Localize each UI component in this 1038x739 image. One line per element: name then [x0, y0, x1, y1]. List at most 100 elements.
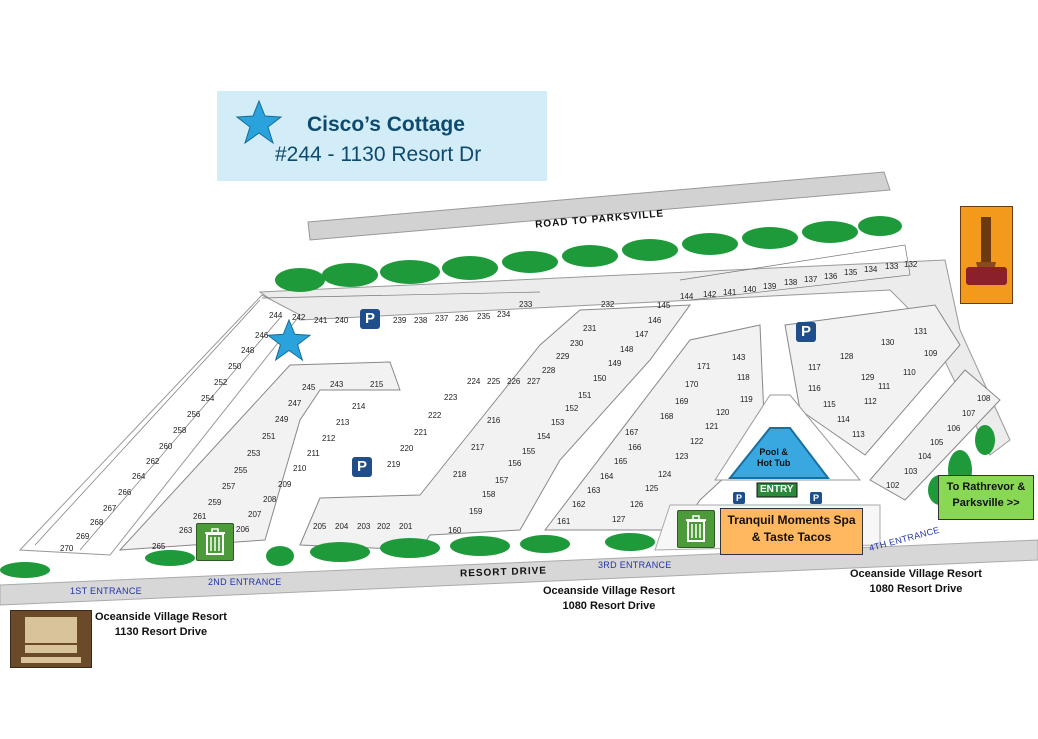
lot-number: 141 — [723, 288, 737, 297]
lot-number: 161 — [557, 517, 571, 526]
lot-number: 239 — [393, 316, 407, 325]
lot-number: 143 — [732, 353, 746, 362]
lot-number: 259 — [208, 498, 222, 507]
lot-number: 120 — [716, 408, 730, 417]
lot-number: 253 — [247, 449, 261, 458]
lot-number: 251 — [262, 432, 276, 441]
parking-icon: P — [796, 322, 816, 342]
lot-number: 138 — [784, 278, 798, 287]
cottage-header: Cisco’s Cottage #244 - 1130 Resort Dr — [217, 91, 547, 181]
ovr-mid-name: Oceanside Village Resort — [543, 585, 675, 597]
lot-number: 128 — [840, 352, 854, 361]
lot-number: 121 — [705, 422, 719, 431]
lot-number: 234 — [497, 310, 511, 319]
lot-number: 137 — [804, 275, 818, 284]
lot-number: 255 — [234, 466, 248, 475]
pool-line2: Hot Tub — [757, 458, 791, 468]
lot-number: 113 — [852, 430, 865, 439]
lot-number: 129 — [861, 373, 875, 382]
lot-number: 237 — [435, 314, 449, 323]
cottage-address: #244 - 1130 Resort Dr — [275, 143, 482, 166]
lot-number: 108 — [977, 394, 991, 403]
lot-number: 213 — [336, 418, 350, 427]
lot-number: 103 — [904, 467, 918, 476]
lot-number: 167 — [625, 428, 639, 437]
block-e — [869, 369, 1001, 501]
lot-number: 227 — [527, 377, 541, 386]
lot-number: 217 — [471, 443, 485, 452]
resort-drive — [0, 539, 1038, 606]
lot-grid — [34, 244, 911, 551]
lot-number: 270 — [60, 544, 74, 553]
lot-number: 171 — [697, 362, 711, 371]
lot-number: 240 — [335, 316, 349, 325]
lot-number: 221 — [414, 428, 428, 437]
lot-number: 162 — [572, 500, 586, 509]
lot-number: 123 — [675, 452, 689, 461]
tree-lines — [0, 216, 995, 578]
lot-number: 223 — [444, 393, 458, 402]
pool-label: Pool & Hot Tub — [757, 447, 790, 469]
lot-number: 156 — [508, 459, 522, 468]
lot-number: 208 — [263, 495, 277, 504]
lot-number: 218 — [453, 470, 467, 479]
lot-number: 104 — [918, 452, 932, 461]
lot-number: 249 — [275, 415, 289, 424]
lot-number: 127 — [612, 515, 626, 524]
inner-road-north — [258, 259, 1011, 456]
lot-number: 252 — [214, 378, 228, 387]
lot-number: 133 — [885, 262, 899, 271]
lot-number: 106 — [947, 424, 961, 433]
lot-number: 146 — [648, 316, 662, 325]
lot-number: 107 — [962, 409, 976, 418]
lot-number: 202 — [377, 522, 391, 531]
lot-number: 258 — [173, 426, 187, 435]
block-d — [784, 304, 961, 456]
lot-number: 150 — [593, 374, 607, 383]
lot-number: 126 — [630, 500, 644, 509]
lot-number: 233 — [519, 300, 533, 309]
lot-number: 109 — [924, 349, 938, 358]
lot-number: 265 — [152, 542, 166, 551]
lot-number: 124 — [658, 470, 672, 479]
lot-number: 116 — [808, 384, 821, 393]
entry-box — [756, 482, 798, 498]
lot-number: 111 — [878, 382, 891, 391]
lot-number: 115 — [823, 400, 836, 409]
road-label-bottom: RESORT DRIVE — [459, 565, 548, 580]
lot-number: 170 — [685, 380, 699, 389]
parking-icon: P — [810, 492, 822, 504]
lot-number: 201 — [399, 522, 413, 531]
lot-number: 228 — [542, 366, 556, 375]
road-to-parksville — [307, 171, 891, 241]
cottage-title: Cisco’s Cottage — [307, 113, 465, 136]
starfish-marker-icon — [266, 318, 312, 362]
parking-icon: P — [733, 492, 745, 504]
lot-number: 153 — [551, 418, 565, 427]
ovr-mid-addr: 1080 Resort Drive — [562, 600, 656, 612]
lot-number: 215 — [370, 380, 384, 389]
lot-number: 261 — [193, 512, 207, 521]
lot-number: 242 — [292, 313, 306, 322]
ovr-left-addr: 1130 Resort Drive — [114, 626, 208, 638]
lot-number: 254 — [201, 394, 215, 403]
lot-number: 266 — [118, 488, 132, 497]
lot-number: 118 — [737, 373, 750, 382]
riptide-lagoon-logo — [960, 206, 1013, 304]
lot-number: 134 — [864, 265, 878, 274]
lot-number: 158 — [482, 490, 496, 499]
lot-number: 122 — [690, 437, 704, 446]
lot-number: 245 — [302, 383, 316, 392]
lot-number: 136 — [824, 272, 838, 281]
lot-number: 135 — [844, 268, 858, 277]
ovr-right-name: Oceanside Village Resort — [850, 568, 982, 580]
to-rathtrevor-line2: Parksville >> — [952, 497, 1020, 509]
lot-number: 132 — [904, 260, 918, 269]
lot-number: 226 — [507, 377, 521, 386]
pool-line1: Pool & — [759, 447, 788, 457]
ovr-left-name: Oceanside Village Resort — [95, 611, 227, 623]
lot-number: 268 — [90, 518, 104, 527]
lot-number: 220 — [400, 444, 414, 453]
lot-number: 248 — [241, 346, 255, 355]
entrance-1: 1ST ENTRANCE — [70, 586, 142, 596]
